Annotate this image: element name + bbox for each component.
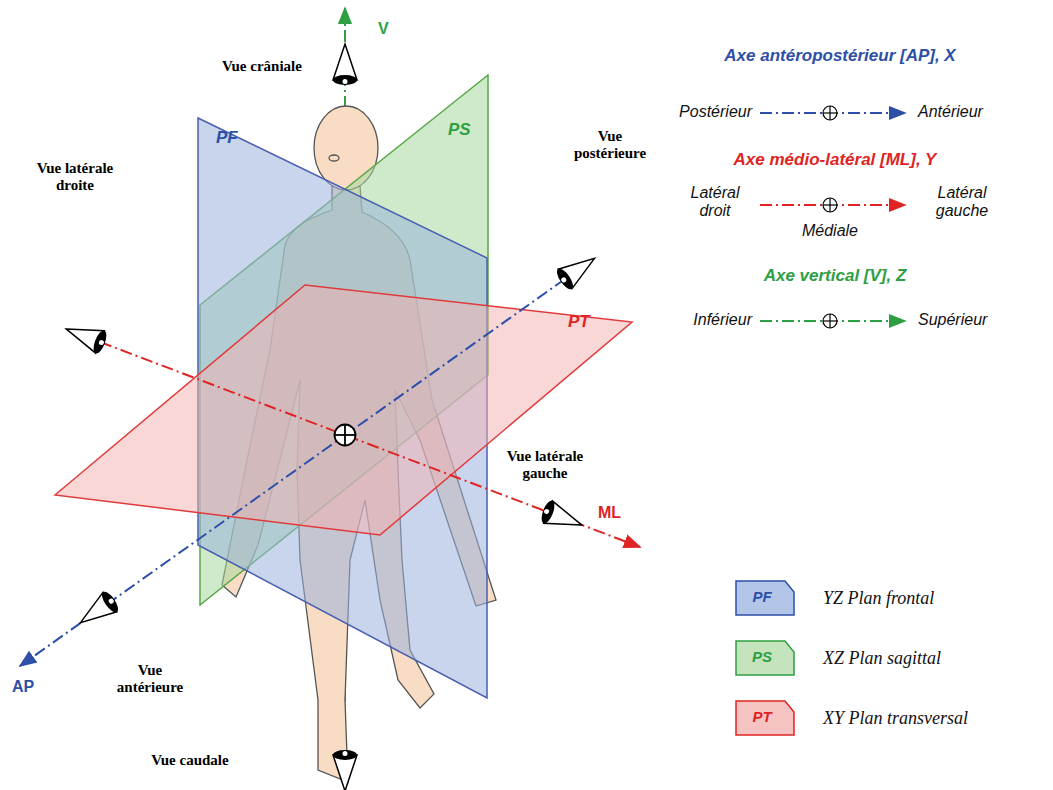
view-name: Vue crâniale bbox=[222, 58, 302, 75]
view-cone bbox=[333, 750, 357, 790]
direction-term: Antérieur bbox=[918, 103, 983, 121]
axis-name: ML bbox=[598, 504, 621, 522]
view-name: Vue antérieure bbox=[105, 662, 195, 697]
axis-name: AP bbox=[12, 678, 34, 696]
axis-heading: Axe vertical [V], Z bbox=[764, 266, 907, 286]
legend-text: XZ Plan sagittal bbox=[823, 648, 941, 669]
view-name: Vue latérale droite bbox=[30, 160, 120, 195]
direction-term: Latéral gauche bbox=[922, 184, 1002, 221]
plane-name: PF bbox=[216, 128, 238, 148]
origin-symbol bbox=[823, 198, 837, 212]
ap-axis bbox=[20, 279, 565, 666]
view-cone bbox=[74, 589, 121, 632]
direction-term: Latéral droit bbox=[680, 184, 750, 221]
plane-name: PT bbox=[568, 312, 590, 332]
axis-heading: Axe antéropostérieur [AP], X bbox=[724, 46, 955, 66]
view-name: Vue latérale gauche bbox=[495, 448, 595, 483]
view-cone bbox=[554, 249, 601, 292]
view-name: Vue caudale bbox=[151, 752, 228, 769]
origin-symbol bbox=[823, 106, 837, 120]
direction-term: Médiale bbox=[802, 222, 858, 240]
axis-heading: Axe médio-latéral [ML], Y bbox=[734, 150, 937, 170]
view-cone bbox=[333, 44, 357, 85]
axis-name: V bbox=[378, 20, 389, 38]
view-cone bbox=[539, 499, 586, 536]
direction-term: Postérieur bbox=[679, 103, 752, 121]
plane-code: PS bbox=[752, 648, 772, 665]
plane-code: PT bbox=[752, 708, 771, 725]
plane-code: PF bbox=[752, 588, 771, 605]
direction-term: Inférieur bbox=[693, 311, 752, 329]
plane-name: PS bbox=[448, 120, 471, 140]
legend-text: YZ Plan frontal bbox=[823, 588, 934, 609]
view-cone bbox=[62, 318, 109, 355]
transverse-plane bbox=[55, 285, 632, 535]
view-name: Vue postérieure bbox=[565, 128, 655, 163]
origin-symbol bbox=[823, 314, 837, 328]
ml-axis bbox=[100, 342, 640, 547]
legend-text: XY Plan transversal bbox=[823, 708, 968, 729]
direction-term: Supérieur bbox=[918, 311, 987, 329]
origin-symbol bbox=[335, 425, 356, 446]
